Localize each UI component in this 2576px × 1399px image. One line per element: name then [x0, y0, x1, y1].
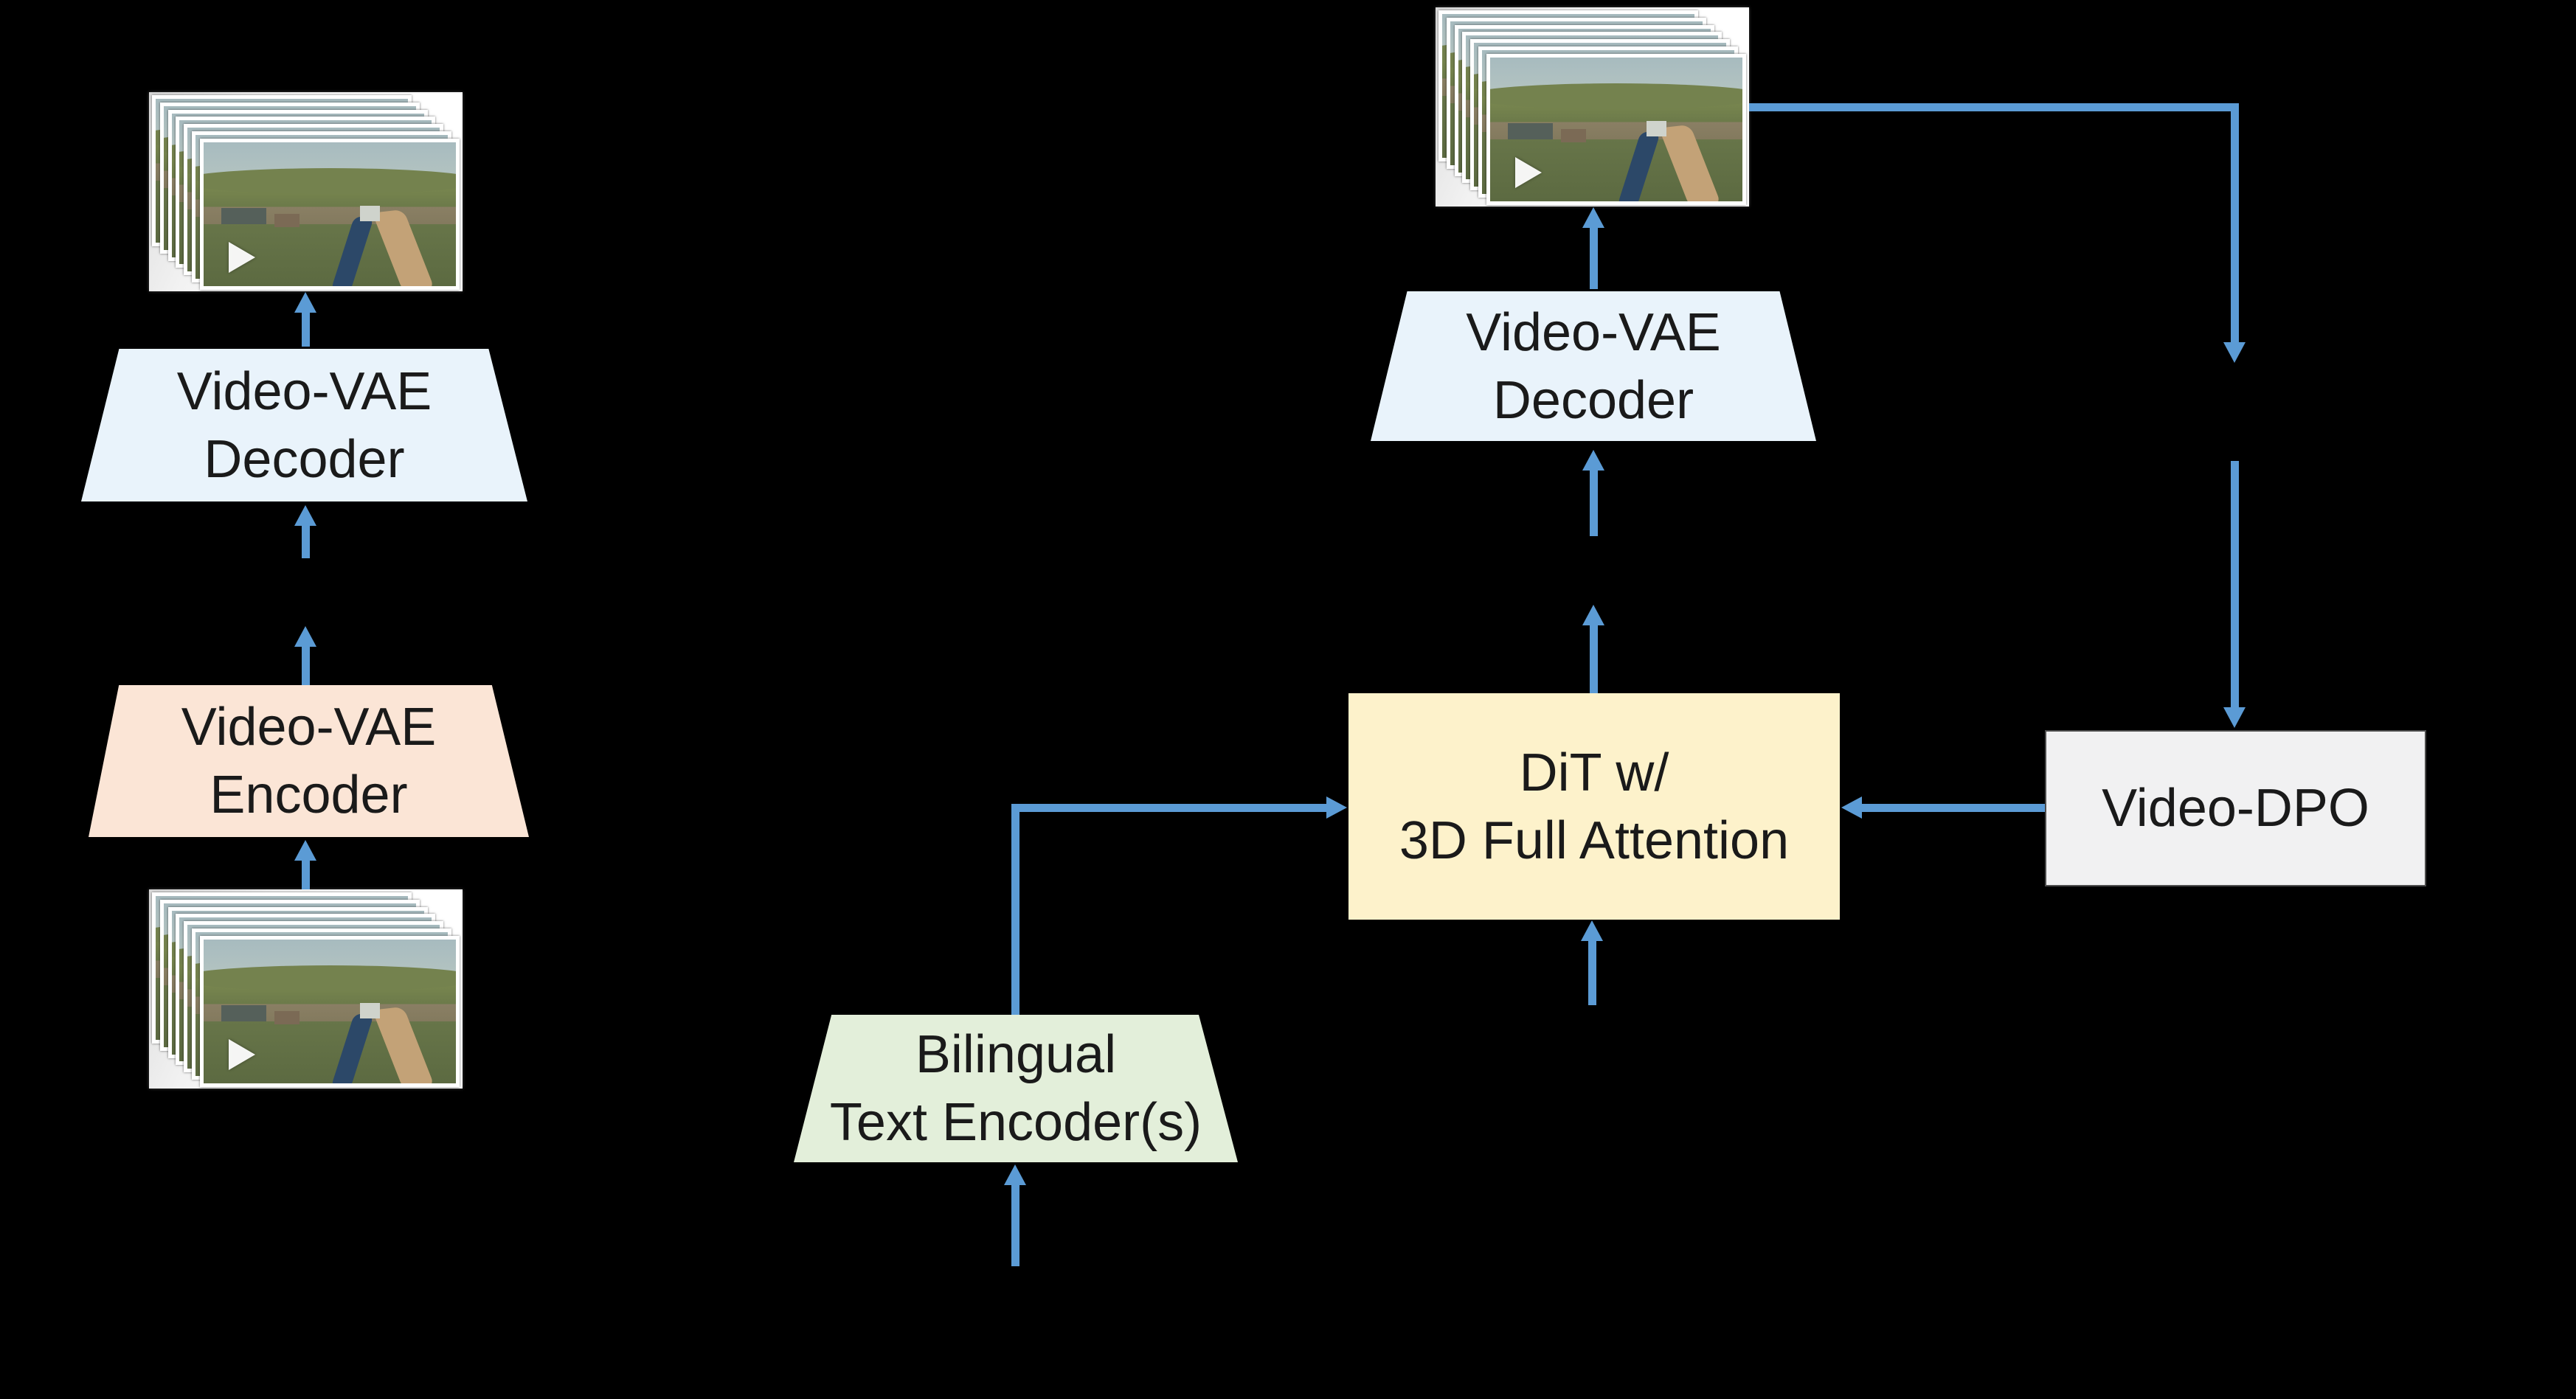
- node-dit-3d-full-attention: DiT w/ 3D Full Attention: [1348, 693, 1840, 920]
- arrow-dpo-to-dit: [1860, 803, 2045, 812]
- video-frames-output-right: [1436, 7, 1749, 206]
- scenery-shape: [203, 167, 456, 194]
- river-shape: [1617, 131, 1661, 201]
- arrow-encoder-left-out: [301, 645, 310, 685]
- scenery-shape: [274, 214, 300, 227]
- arrow-frames-to-encoder-left-head: [294, 840, 316, 861]
- scenery-shape: [1507, 123, 1554, 139]
- node-fill: [81, 349, 527, 501]
- river-shape: [330, 1013, 375, 1083]
- arrow-latent-to-decoder-left: [301, 524, 310, 558]
- node-label: Video-VAE Decoder: [177, 358, 432, 493]
- line-text-encoder-vertical: [1011, 804, 1019, 1015]
- label-line2: Decoder: [1492, 370, 1694, 430]
- arrow-frames-to-dpo-lower: [2230, 461, 2239, 709]
- scenery-shape: [1646, 120, 1667, 137]
- video-thumbnail: [203, 939, 456, 1083]
- arrow-frames-to-dpo-upper: [2230, 103, 2239, 344]
- scenery-shape: [359, 205, 381, 222]
- video-frame: [199, 138, 460, 290]
- road-shape: [372, 209, 436, 286]
- arrow-dpo-to-dit-head: [1841, 796, 1862, 819]
- node-label: Video-DPO: [2102, 779, 2369, 838]
- arrow-prompt-to-text-encoder: [1011, 1184, 1019, 1266]
- arrow-latent-to-decoder-left-head: [294, 505, 316, 526]
- scenery-shape: [1560, 129, 1586, 142]
- scenery-shape: [274, 1011, 300, 1024]
- label-line2: Decoder: [204, 429, 405, 489]
- scenery-shape: [359, 1002, 381, 1019]
- arrow-encoder-left-out-head: [294, 626, 316, 647]
- river-shape: [330, 216, 375, 286]
- arrow-frames-to-dpo-lower-head: [2223, 707, 2246, 728]
- arrow-decoder-right-to-frames: [1589, 226, 1598, 289]
- arrow-noise-to-dit: [1588, 940, 1596, 1005]
- play-icon: [1514, 157, 1542, 189]
- arrow-text-encoder-to-dit: [1011, 803, 1328, 812]
- video-frame: [1486, 53, 1746, 205]
- label-line1: DiT w/: [1519, 743, 1669, 802]
- video-thumbnail: [1489, 57, 1742, 201]
- scenery-shape: [221, 208, 267, 224]
- arrow-latent-to-decoder-right: [1589, 469, 1598, 536]
- arrow-latent-to-decoder-right-head: [1582, 450, 1604, 471]
- arrow-prompt-to-text-encoder-head: [1004, 1164, 1026, 1185]
- scenery-shape: [203, 965, 456, 991]
- video-thumbnail: [203, 142, 456, 286]
- video-frame: [199, 935, 460, 1087]
- label-line1: Bilingual: [915, 1025, 1117, 1084]
- node-video-vae-decoder-right: Video-VAE Decoder: [1368, 289, 1818, 443]
- play-icon: [228, 1039, 255, 1071]
- node-fill: [1371, 291, 1816, 441]
- arrow-frames-to-dpo-upper-head: [2223, 342, 2246, 363]
- arrow-frames-to-encoder-left: [301, 859, 310, 889]
- arrow-decoder-right-to-frames-head: [1582, 207, 1604, 228]
- label-line1: Video-VAE: [1466, 302, 1721, 362]
- arrow-decoder-left-to-frames-head: [294, 292, 316, 313]
- line-frames-to-dpo-horizontal: [1749, 103, 2239, 111]
- video-frames-output-left: [149, 92, 463, 291]
- road-shape: [372, 1007, 436, 1083]
- label-line2: Text Encoder(s): [829, 1093, 1202, 1152]
- arrow-noise-to-dit-head: [1581, 920, 1603, 941]
- node-label: Bilingual Text Encoder(s): [830, 1021, 1202, 1156]
- label-line2: 3D Full Attention: [1399, 810, 1790, 870]
- arrow-dit-out-head: [1582, 605, 1604, 625]
- node-label: Video-VAE Decoder: [1466, 299, 1721, 434]
- label-line1: Video-VAE: [176, 361, 432, 421]
- node-video-vae-encoder: Video-VAE Encoder: [89, 685, 529, 837]
- scenery-shape: [221, 1005, 267, 1021]
- node-bilingual-text-encoder: Bilingual Text Encoder(s): [794, 1015, 1238, 1162]
- node-video-dpo: Video-DPO: [2045, 730, 2426, 886]
- arrow-dit-out: [1589, 624, 1598, 693]
- label-line2: Encoder: [210, 766, 408, 825]
- node-video-vae-decoder-left: Video-VAE Decoder: [79, 347, 530, 504]
- node-label: DiT w/ 3D Full Attention: [1399, 739, 1789, 875]
- road-shape: [1658, 125, 1722, 201]
- arrow-text-encoder-to-dit-head: [1326, 796, 1347, 819]
- node-label: Video-VAE Encoder: [181, 693, 437, 829]
- arrow-decoder-left-to-frames: [301, 311, 310, 347]
- label-line1: Video-VAE: [181, 698, 437, 757]
- scenery-shape: [1489, 83, 1742, 109]
- video-frames-input-left: [149, 889, 463, 1089]
- play-icon: [228, 242, 255, 274]
